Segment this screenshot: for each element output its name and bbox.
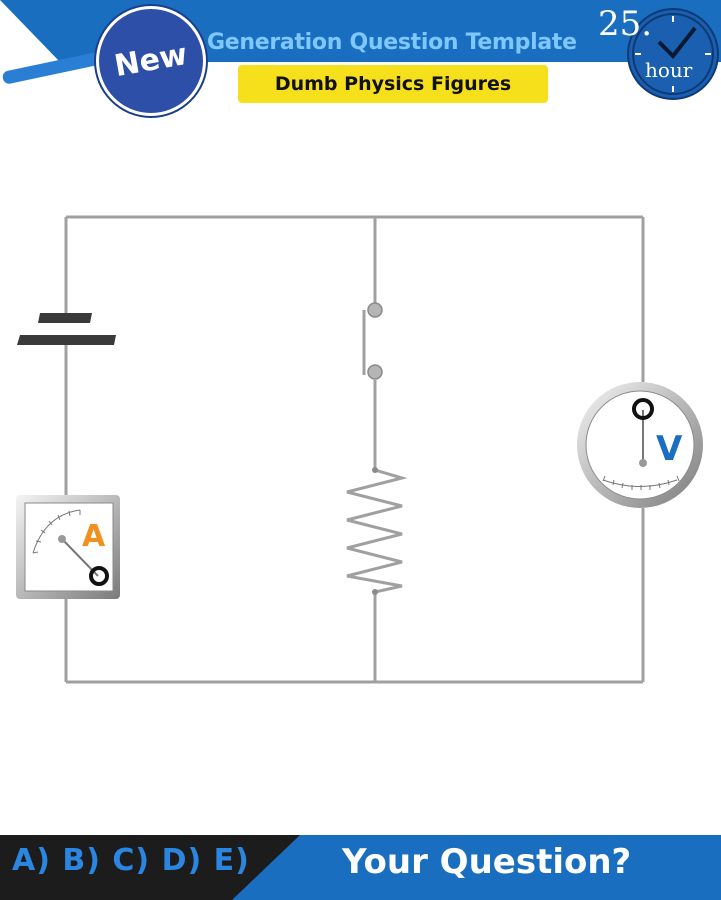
header-wedge	[0, 0, 60, 62]
clock-icon	[627, 8, 719, 100]
voltmeter-label: V	[656, 429, 683, 469]
question-placeholder: Your Question?	[342, 842, 632, 882]
resistor-icon	[346, 467, 408, 595]
battery-icon	[17, 313, 116, 345]
subtitle-text: Dumb Physics Figures	[274, 73, 512, 95]
subtitle-box: Dumb Physics Figures	[238, 65, 548, 103]
voltmeter-icon	[577, 382, 703, 508]
clock-unit: hour	[645, 58, 693, 82]
new-badge: New	[96, 6, 206, 116]
ammeter-label: A	[82, 519, 106, 554]
clock-number: 25.	[598, 4, 653, 44]
wires	[64, 215, 645, 684]
header-title: Generation Question Template	[207, 30, 577, 55]
clock-face-icon	[632, 13, 714, 95]
answer-options: A) B) C) D) E)	[12, 843, 250, 878]
footer-question-band	[232, 835, 721, 900]
ammeter-icon	[16, 495, 120, 599]
switch-icon	[362, 302, 383, 380]
